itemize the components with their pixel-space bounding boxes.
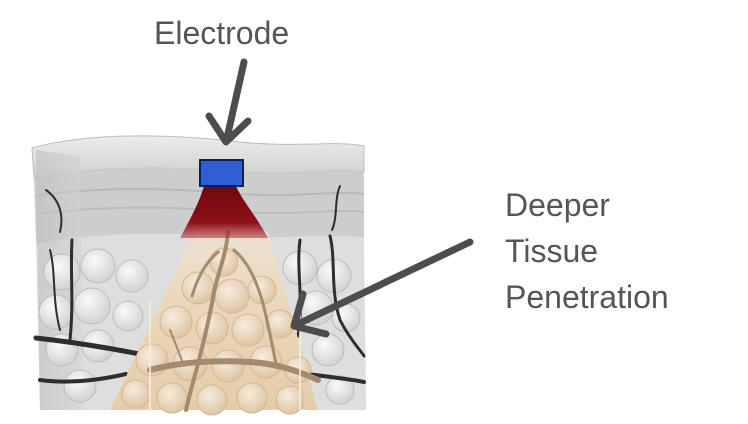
deeper-tissue-penetration-label: Deeper Tissue Penetration — [505, 186, 669, 324]
penetration-label-line-3: Penetration — [505, 278, 669, 324]
penetration-label-line-1: Deeper — [505, 186, 669, 232]
tissue-block — [32, 136, 366, 415]
arrow-down-icon — [209, 62, 248, 142]
electrode — [200, 160, 243, 186]
penetration-label-line-2: Tissue — [505, 232, 669, 278]
electrode-label: Electrode — [154, 14, 289, 52]
